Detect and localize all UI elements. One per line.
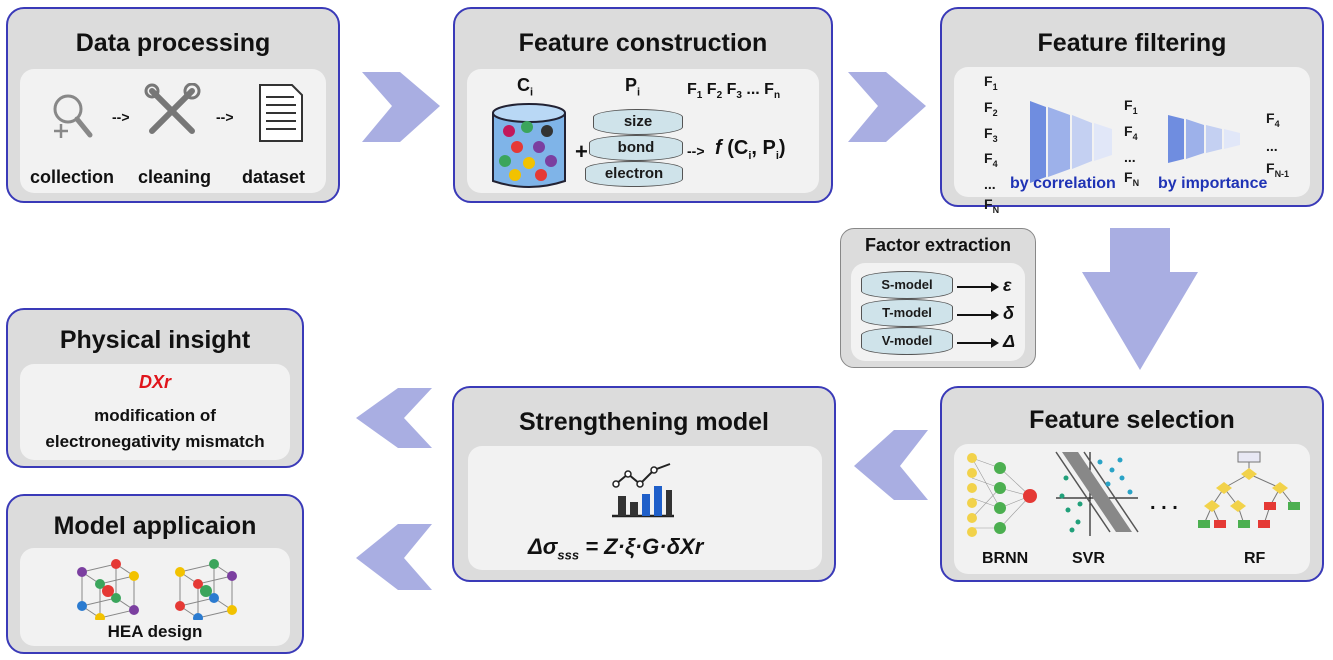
tools-icon [144,83,201,134]
panel-inner: . . . BRNN SVR RF [954,444,1310,574]
bar-line-chart-icon [612,463,674,518]
feature-header: F1 F2 F3 ... Fn [687,81,781,102]
by-importance-label: by importance [1158,175,1268,192]
ellipsis: . . . [1150,492,1178,514]
function-expression: f (Ci, Pi) [715,137,786,162]
by-correlation-label: by correlation [1010,175,1116,192]
correlation-funnel-icon [1030,101,1112,183]
neural-network-icon [967,453,1037,537]
panel-factor-extraction: Factor extraction S-model T-model V-mode… [840,228,1036,368]
dxr-highlight: DXr [138,372,171,392]
panel-title: Strengthening model [519,408,769,436]
p-label: Pi [625,75,641,99]
panel-title: Feature selection [1029,406,1235,434]
epsilon-symbol: ε [1003,275,1012,295]
svr-plot-icon [1055,451,1139,536]
panel-inner: --> --> collection cleaning dataset [20,69,326,193]
panel-title: Feature filtering [1037,29,1227,57]
method-svr: SVR [1072,550,1105,567]
t-model: T-model [861,299,953,327]
crystal-structure-icon [77,559,139,620]
strengthening-formula: Δσsss = Z·ξ·G·δXr [528,534,704,563]
panel-inner: Δσsss = Z·ξ·G·δXr [468,446,822,570]
composition-beaker-icon [492,103,566,188]
panel-model-application: Model applicaion HEA [6,494,304,654]
arrow-right-1 [362,72,440,142]
plus-sign: + [575,139,588,164]
panel-title: Physical insight [59,326,251,354]
insight-line-1: modification of [94,406,216,425]
feature-list-selected: F4...FN-1 [1266,110,1290,179]
panel-inner: DXr modification of electronegativity mi… [20,364,290,460]
insight-line-2: electronegativity mismatch [45,432,265,451]
arrow-glyph: --> [216,109,234,125]
panel-inner: HEA design [20,548,290,646]
panel-title: Data processing [75,29,271,57]
arrow-left-2 [854,430,928,500]
method-rf: RF [1244,550,1266,567]
arrow-glyph: --> [112,109,130,125]
s-model: S-model [861,271,953,299]
arrow-glyph: --> [687,143,705,159]
v-model: V-model [861,327,953,355]
panel-inner: Ci + Pi size bond electron F1 F2 F3 ... … [467,69,819,193]
panel-data-processing: Data processing --> --> collection cle [6,7,340,203]
capital-delta-symbol: Δ [1003,331,1016,351]
panel-strengthening-model: Strengthening model Δσsss = Z·ξ·G·δXr [452,386,836,582]
panel-title: Model applicaion [53,512,257,540]
magnifier-icon [53,94,93,138]
panel-feature-selection: Feature selection [940,386,1324,582]
panel-feature-construction: Feature construction Ci + Pi size bond e… [453,7,833,203]
extraction-arrows [957,282,999,348]
property-size: size [593,109,683,135]
panel-title: Feature construction [518,29,768,57]
panel-inner: S-model T-model V-model ε δ Δ [851,263,1025,361]
delta-symbol: δ [1003,303,1014,323]
importance-funnel-icon [1168,115,1240,163]
hea-design-caption: HEA design [107,622,203,641]
method-brnn: BRNN [982,550,1029,567]
panel-physical-insight: Physical insight DXr modification of ele… [6,308,304,468]
random-forest-icon [1198,451,1300,528]
step-dataset: dataset [242,167,306,187]
property-bond: bond [589,135,683,161]
panel-title: Factor extraction [864,235,1012,255]
arrow-down [1082,228,1198,370]
arrow-left-1 [356,388,432,448]
crystal-structure-icon [175,559,237,620]
c-label: Ci [517,75,534,99]
property-electron: electron [585,161,683,187]
arrow-right-2 [848,72,926,142]
document-icon [259,84,303,142]
step-collection: collection [30,167,115,187]
step-cleaning: cleaning [138,167,212,187]
arrow-left-3 [356,524,432,590]
